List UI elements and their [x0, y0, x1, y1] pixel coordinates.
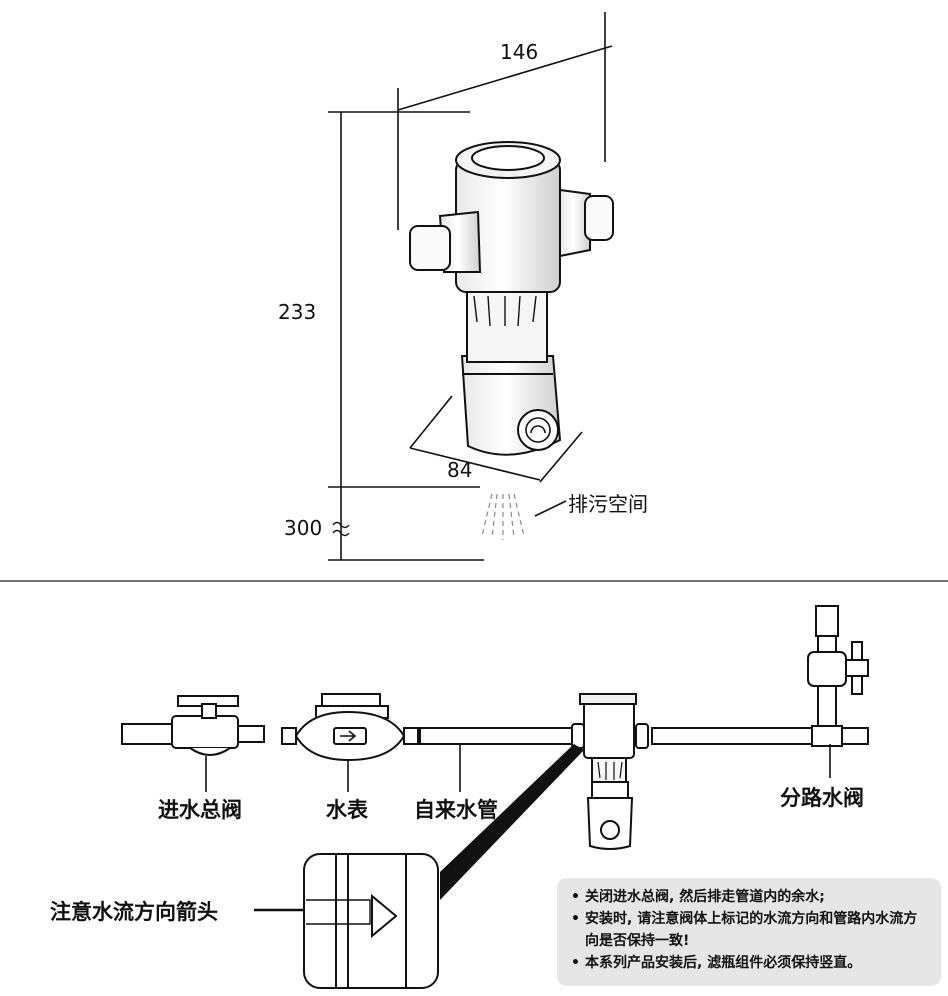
break-mark	[332, 521, 350, 537]
water-meter-label: 水表	[326, 798, 368, 822]
arrow-inset	[303, 853, 439, 989]
flow-arrow-note-label: 注意水流方向箭头	[50, 900, 218, 924]
branch-valve-label: 分路水阀	[780, 786, 864, 810]
dimension-lines	[328, 12, 613, 561]
drain-space-label: 排污空间	[568, 492, 648, 516]
width-dimension-label: 146	[500, 40, 539, 64]
depth-dimension-label: 84	[447, 458, 473, 482]
clearance-dimension-label: 300	[284, 516, 323, 540]
pipeline	[121, 605, 869, 850]
note-item: 关闭进水总阀, 然后排走管道内的余水;	[571, 886, 931, 908]
inlet-valve-label: 进水总阀	[158, 798, 242, 822]
note-item: 安装时, 请注意阀体上标记的水流方向和管路内水流方向是否保持一致!	[571, 908, 931, 952]
water-pipe-label: 自来水管	[414, 798, 498, 822]
prefilter-unit	[409, 141, 614, 456]
note-item: 本系列产品安装后, 滤瓶组件必须保持竖直。	[571, 952, 931, 974]
drain-spray	[481, 493, 525, 540]
zoom-wedge	[440, 744, 584, 900]
height-dimension-label: 233	[278, 300, 317, 324]
installation-notes: 关闭进水总阀, 然后排走管道内的余水; 安装时, 请注意阀体上标记的水流方向和管…	[557, 878, 941, 986]
